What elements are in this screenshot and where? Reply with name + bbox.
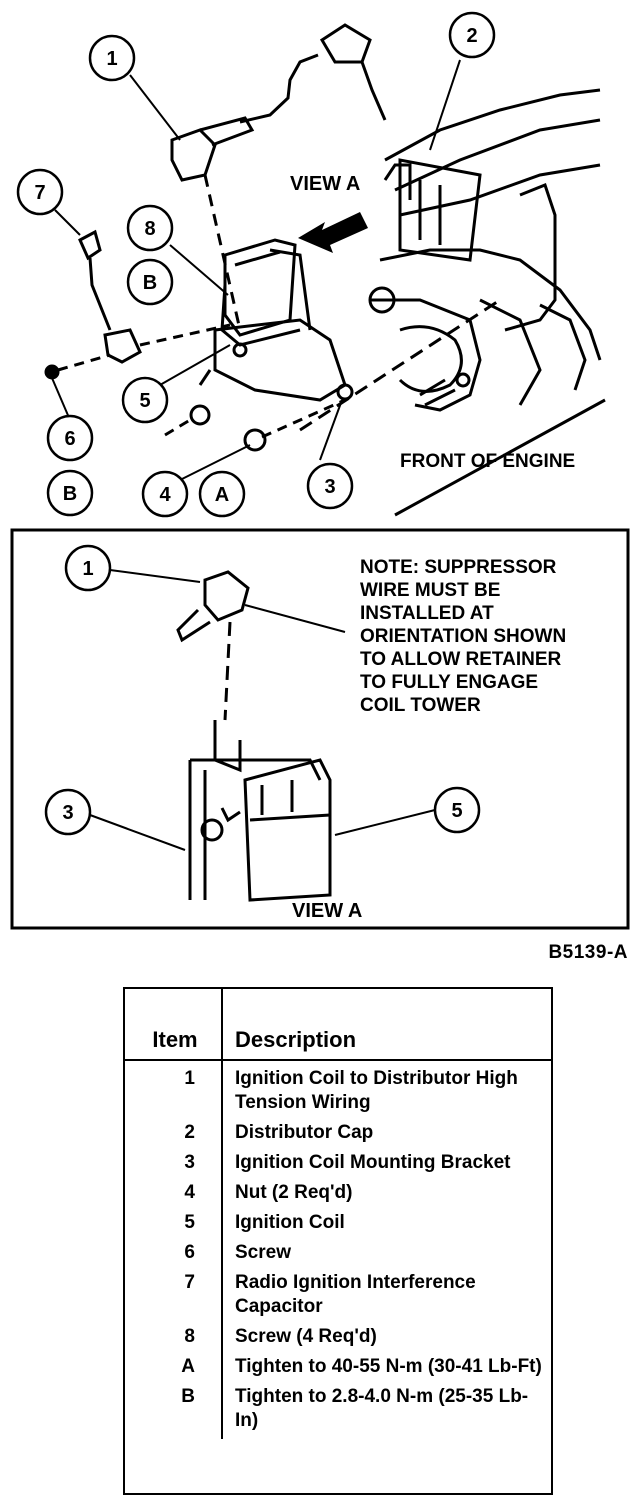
table-row: 3 Ignition Coil Mounting Bracket — [125, 1145, 551, 1175]
callout-8: 8 — [126, 204, 174, 252]
table-row: 4 Nut (2 Req'd) — [125, 1175, 551, 1205]
legend-header-row: Item Description — [125, 989, 551, 1061]
ignition-coil-diagram: 1 2 7 8 B 5 6 B — [10, 11, 630, 930]
table-row: 6 Screw — [125, 1235, 551, 1265]
table-row: A Tighten to 40-55 N-m (30-41 Lb-Ft) — [125, 1349, 551, 1379]
inset-callout-3: 3 — [44, 788, 92, 836]
table-row: 1 Ignition Coil to Distributor High Tens… — [125, 1060, 551, 1115]
legend-item: 1 — [125, 1060, 223, 1115]
legend-item: 7 — [125, 1265, 223, 1319]
note-line-7: COIL TOWER — [360, 695, 481, 716]
inset-callout-5-text: 5 — [451, 800, 462, 822]
inset-callout-5: 5 — [433, 786, 481, 834]
callout-a-text: A — [215, 484, 229, 506]
legend-description: Ignition Coil Mounting Bracket — [235, 1152, 511, 1173]
table-row: 5 Ignition Coil — [125, 1205, 551, 1235]
distributor-cap-drawing — [239, 23, 387, 124]
callout-1: 1 — [88, 34, 136, 82]
legend-description: Tighten to 40-55 N-m (30-41 Lb-Ft) — [235, 1356, 542, 1377]
front-of-engine-arrow — [394, 398, 606, 517]
callout-b-upper: B — [126, 258, 174, 306]
legend-item: 6 — [125, 1235, 223, 1265]
legend-description: Distributor Cap — [235, 1122, 374, 1143]
legend-description: Radio Ignition Interference Capacitor — [235, 1272, 476, 1317]
table-row: 7 Radio Ignition Interference Capacitor — [125, 1265, 551, 1319]
figure-id: B5139-A — [548, 942, 628, 963]
callout-1-text: 1 — [106, 48, 117, 70]
table-row: 2 Distributor Cap — [125, 1115, 551, 1145]
ignition-coil-drawing — [198, 238, 354, 402]
note-line-1: NOTE: SUPPRESSOR — [360, 557, 557, 578]
capacitor-drawing — [78, 229, 231, 364]
legend-description: Screw — [235, 1242, 291, 1263]
inset-callout-1: 1 — [64, 544, 112, 592]
callout-a: A — [198, 470, 246, 518]
legend-grid: Item Description 1 Ignition Coil to Dist… — [125, 989, 551, 1439]
table-row: B Tighten to 2.8-4.0 N-m (25-35 Lb-In) — [125, 1379, 551, 1439]
callout-3: 3 — [306, 462, 354, 510]
front-of-engine-label: FRONT OF ENGINE — [400, 451, 575, 472]
callout-2-text: 2 — [466, 25, 477, 47]
engine-distributor-drawing — [368, 88, 602, 412]
note-line-2: WIRE MUST BE — [360, 580, 500, 601]
legend-table: Item Description 1 Ignition Coil to Dist… — [123, 987, 553, 1495]
callout-leaders — [51, 59, 461, 481]
legend-item: 5 — [125, 1205, 223, 1235]
callout-2: 2 — [448, 11, 496, 59]
legend-item: 3 — [125, 1145, 223, 1175]
callout-4: 4 — [141, 470, 189, 518]
legend-item: 8 — [125, 1319, 223, 1349]
view-a-arrow — [298, 212, 368, 253]
inset-callout-3-text: 3 — [62, 802, 73, 824]
legend-item: A — [125, 1349, 223, 1379]
note-line-3: INSTALLED AT — [360, 603, 494, 624]
callout-5-text: 5 — [139, 390, 150, 412]
legend-description: Screw (4 Req'd) — [235, 1326, 377, 1347]
callout-4-text: 4 — [159, 484, 171, 506]
suppressor-note: NOTE: SUPPRESSOR WIRE MUST BE INSTALLED … — [360, 557, 566, 716]
view-a-inset-frame — [10, 528, 630, 930]
callout-7-text: 7 — [34, 182, 45, 204]
high-tension-wire-drawing — [170, 116, 255, 331]
legend-header-item: Item — [125, 989, 223, 1061]
callout-b-lower: B — [46, 469, 94, 517]
callout-6: 6 — [46, 414, 94, 462]
callout-5: 5 — [121, 376, 169, 424]
legend-item: 2 — [125, 1115, 223, 1145]
legend-description: Ignition Coil — [235, 1212, 345, 1233]
view-a-label: VIEW A — [290, 173, 360, 195]
callout-b-upper-text: B — [143, 272, 157, 294]
inset-leaders — [89, 569, 436, 851]
legend-description: Tighten to 2.8-4.0 N-m (25-35 Lb-In) — [235, 1386, 529, 1431]
inset-view-a-label: VIEW A — [292, 900, 362, 922]
legend-item: B — [125, 1379, 223, 1439]
legend-header-description: Description — [222, 989, 551, 1061]
callout-3-text: 3 — [324, 476, 335, 498]
callout-6-text: 6 — [64, 428, 75, 450]
legend-item: 4 — [125, 1175, 223, 1205]
legend-description: Ignition Coil to Distributor High Tensio… — [235, 1068, 518, 1113]
callout-b-lower-text: B — [63, 483, 77, 505]
callout-7: 7 — [16, 168, 64, 216]
fasteners-drawing — [44, 298, 501, 452]
legend-description: Nut (2 Req'd) — [235, 1182, 353, 1203]
inset-callout-1-text: 1 — [82, 558, 93, 580]
table-row: 8 Screw (4 Req'd) — [125, 1319, 551, 1349]
note-line-6: TO FULLY ENGAGE — [360, 672, 538, 693]
callout-8-text: 8 — [144, 218, 155, 240]
inset-coil-drawing — [176, 570, 332, 902]
note-line-4: ORIENTATION SHOWN — [360, 626, 566, 647]
note-line-5: TO ALLOW RETAINER — [360, 649, 562, 670]
callouts: 1 2 7 8 B 5 6 B — [16, 11, 496, 836]
